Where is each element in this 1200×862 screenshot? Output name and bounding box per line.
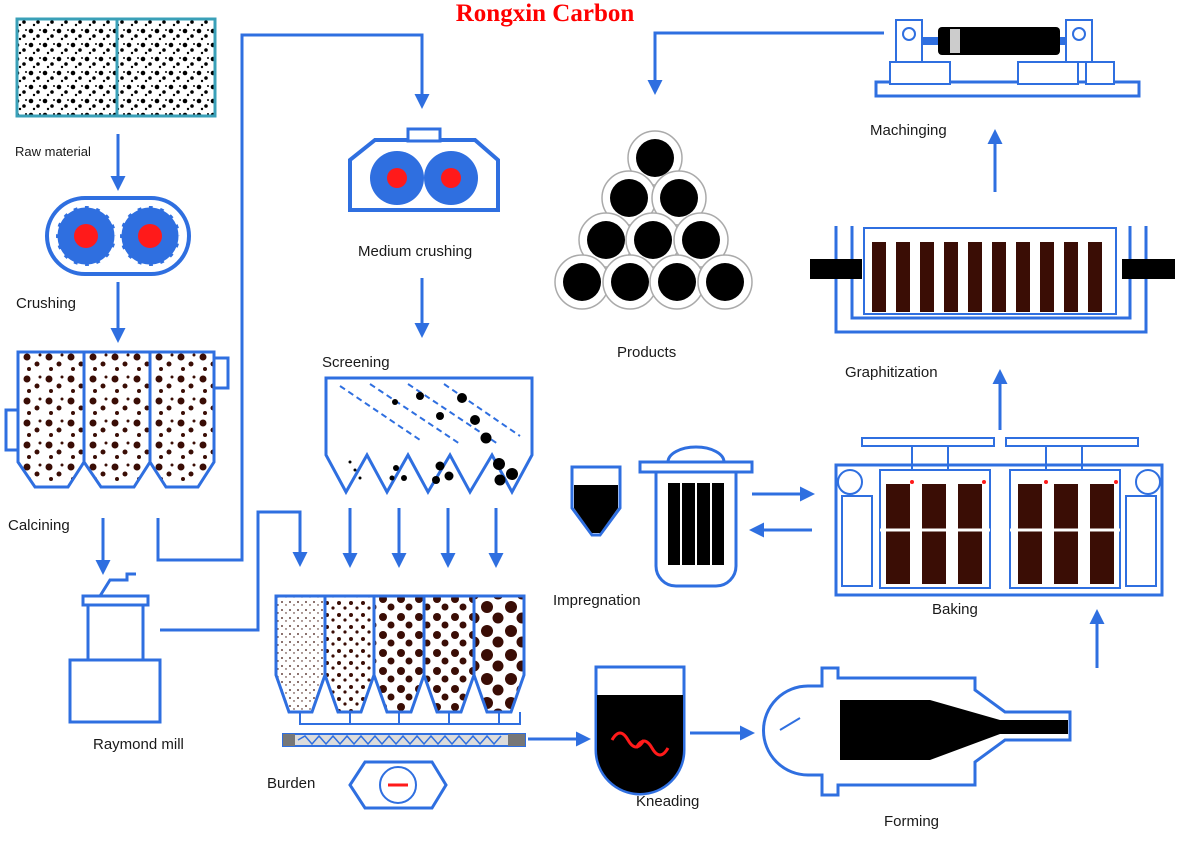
baking-label: Baking — [932, 601, 978, 618]
forming-label: Forming — [884, 813, 939, 830]
raymond-mill-label: Raymond mill — [93, 736, 184, 753]
diagram-title: Rongxin Carbon — [456, 0, 635, 27]
raw-material-bins — [15, 17, 217, 118]
arrow-machining-to-products — [647, 31, 884, 95]
screening-label: Screening — [322, 354, 390, 371]
impregnation-vessel — [570, 445, 754, 588]
impregnation-label: Impregnation — [553, 592, 641, 609]
medium-crushing-label: Medium crushing — [358, 243, 472, 260]
raymond-mill — [68, 572, 162, 724]
machining-label: Machinging — [870, 122, 947, 139]
raw-material-label: Raw material — [15, 144, 91, 159]
graphitization-furnace — [810, 226, 1175, 334]
products-label: Products — [617, 344, 676, 361]
kneading-mixer — [594, 665, 686, 796]
screening-machine — [324, 376, 534, 496]
machining-lathe — [874, 19, 1141, 98]
products-electrode-stack — [554, 130, 753, 310]
forming-press — [762, 666, 1072, 797]
burden-scale — [348, 760, 448, 810]
crushing-label: Crushing — [16, 295, 76, 312]
burden-hoppers — [274, 594, 526, 747]
kneading-label: Kneading — [636, 793, 699, 810]
calcining-furnace — [4, 350, 230, 489]
burden-label: Burden — [267, 775, 315, 792]
arrow-calcining-to-medium-crushing — [156, 33, 430, 562]
calcining-label: Calcining — [8, 517, 70, 534]
graphitization-label: Graphitization — [845, 364, 938, 381]
screening-outlet-arrows — [342, 508, 504, 568]
baking-furnace — [834, 437, 1164, 597]
arrow-raymond-to-burden — [160, 510, 308, 632]
crushing-rollers — [45, 196, 191, 276]
medium-crushing-machine — [348, 127, 500, 212]
